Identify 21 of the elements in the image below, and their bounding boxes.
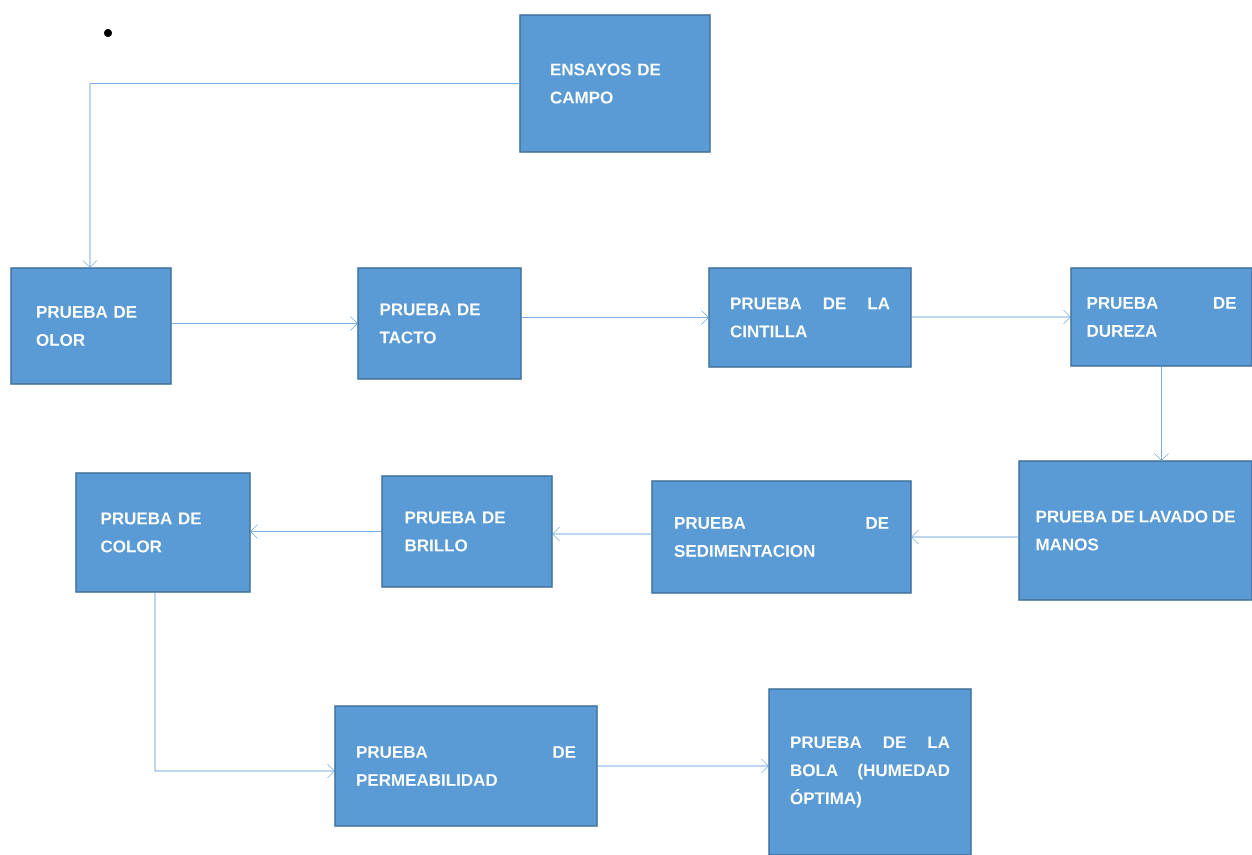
- arrow: [520, 310, 709, 325]
- arrow: [910, 309, 1071, 325]
- arrow: [911, 529, 1020, 545]
- arrow: [154, 591, 335, 779]
- process-box: PRUEBA DE TACTO: [357, 267, 522, 380]
- arrow: [552, 526, 653, 542]
- process-box: PRUEBA DE SEDIMENTACION: [651, 480, 912, 594]
- arrow: [82, 83, 521, 268]
- arrow: [250, 524, 383, 539]
- process-box: PRUEBA DE BRILLO: [381, 475, 553, 588]
- process-box: PRUEBA DE COLOR: [75, 472, 251, 593]
- arrow: [1154, 365, 1169, 461]
- process-box: PRUEBA DE LA BOLA (HUMEDAD ÓPTIMA): [768, 688, 972, 855]
- arrow: [170, 316, 358, 331]
- process-box: PRUEBA DE DUREZA: [1070, 267, 1252, 367]
- process-box: PRUEBA DE PERMEABILIDAD: [334, 705, 598, 827]
- process-box: PRUEBA DE OLOR: [10, 267, 172, 385]
- process-box: PRUEBA DE LAVADO DE MANOS: [1018, 460, 1252, 601]
- arrow: [596, 758, 769, 774]
- process-box: ENSAYOS DE CAMPO: [519, 14, 711, 153]
- process-box: PRUEBA DE LA CINTILLA: [708, 267, 912, 368]
